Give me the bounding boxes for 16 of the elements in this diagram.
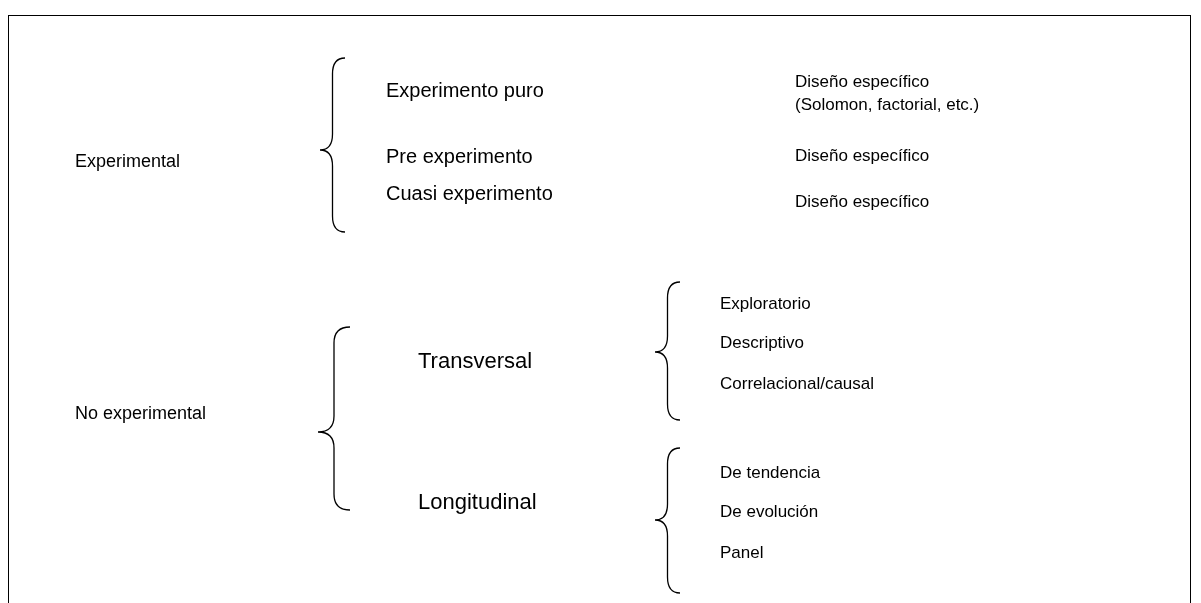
category-label: Experimento puro bbox=[386, 77, 544, 103]
category-label: De evolución bbox=[720, 500, 819, 523]
category-label: Exploratorio bbox=[720, 292, 811, 315]
category-label: De tendencia bbox=[720, 461, 821, 484]
category-label: Panel bbox=[720, 541, 764, 564]
category-label: Correlacional/causal bbox=[720, 372, 875, 395]
category-label: Diseño específico (Solomon, factorial, etc.) bbox=[795, 71, 981, 116]
category-label: Pre experimento bbox=[386, 143, 533, 169]
category-label: Diseño específico bbox=[795, 144, 930, 167]
category-label: Experimental bbox=[75, 149, 181, 173]
category-label: Descriptivo bbox=[720, 331, 805, 354]
category-label: Cuasi experimento bbox=[386, 180, 553, 206]
category-label: Longitudinal bbox=[418, 488, 537, 517]
category-label: Transversal bbox=[418, 347, 533, 376]
category-label: No experimental bbox=[75, 401, 207, 425]
category-label: Diseño específico bbox=[795, 190, 930, 213]
